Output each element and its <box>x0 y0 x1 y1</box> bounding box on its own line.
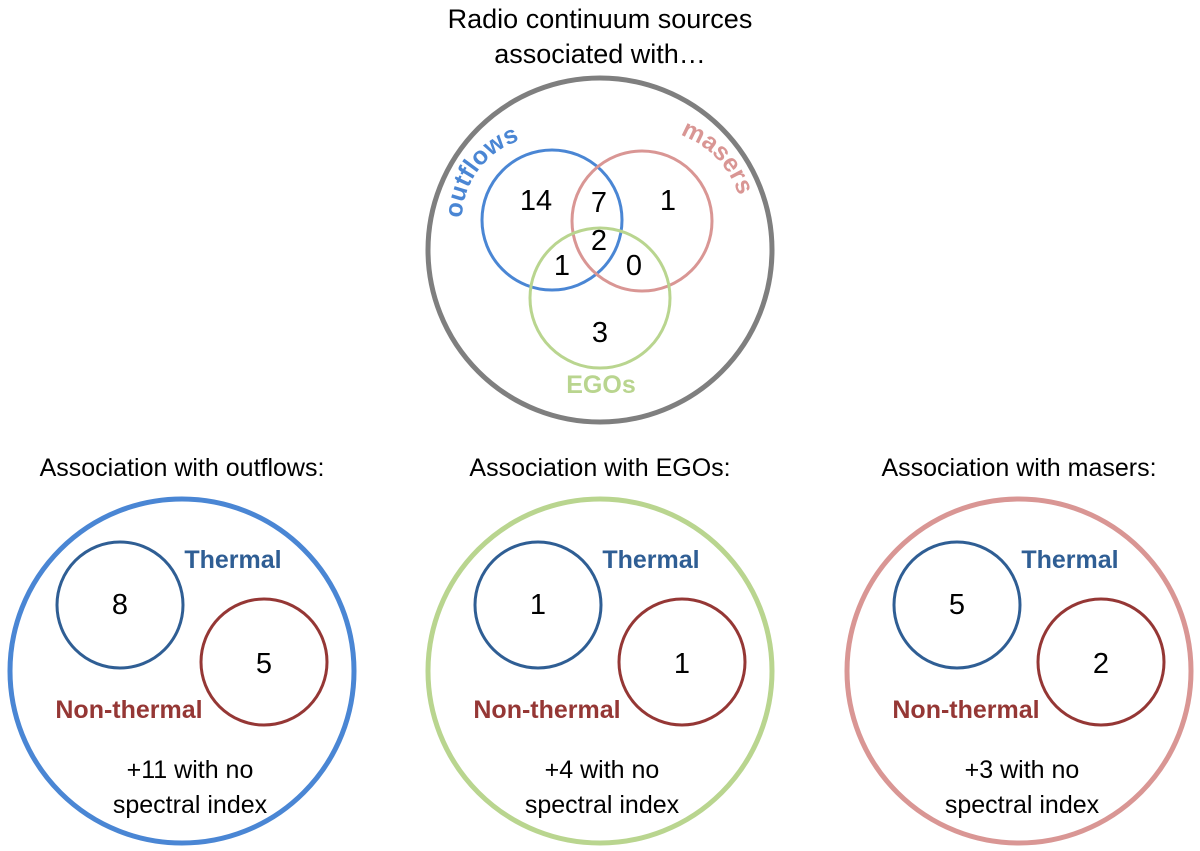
panel-heading: Association with EGOs: <box>469 454 730 482</box>
thermal-circle <box>55 540 185 670</box>
nonthermal-circle <box>199 597 329 727</box>
count-masers-only: 1 <box>660 185 676 217</box>
panel-outer-circle <box>844 496 1194 846</box>
masers-circle <box>570 149 714 293</box>
thermal-label: Thermal <box>602 546 699 574</box>
no-index-note-line-1: +11 with no <box>127 756 254 784</box>
panel-outflows: Association with outflows: Thermal Non-t… <box>7 454 357 846</box>
thermal-count: 1 <box>530 589 546 621</box>
nonthermal-label: Non-thermal <box>473 696 620 724</box>
nonthermal-count: 1 <box>674 648 690 680</box>
nonthermal-circle <box>1036 597 1166 727</box>
thermal-label: Thermal <box>184 546 281 574</box>
thermal-count: 8 <box>112 589 128 621</box>
thermal-label: Thermal <box>1021 546 1118 574</box>
panel-heading: Association with masers: <box>881 454 1156 482</box>
no-index-note-line-2: spectral index <box>945 791 1100 819</box>
count-outflows-only: 14 <box>520 185 552 217</box>
nonthermal-label: Non-thermal <box>892 696 1039 724</box>
egos-label: EGOs <box>566 371 635 399</box>
nonthermal-circle <box>617 597 747 727</box>
outflows-circle <box>480 148 624 292</box>
panel-heading: Association with outflows: <box>40 454 325 482</box>
count-masers-egos: 0 <box>626 250 642 282</box>
title-line-1: Radio continuum sources <box>448 4 753 34</box>
no-index-note-line-1: +3 with no <box>965 756 1080 784</box>
nonthermal-count: 5 <box>256 648 272 680</box>
panel-egos: Association with EGOs: Thermal Non-therm… <box>425 454 775 846</box>
panel-outer-circle <box>425 496 775 846</box>
no-index-note-line-1: +4 with no <box>545 756 660 784</box>
egos-circle <box>528 226 672 370</box>
thermal-circle <box>473 540 603 670</box>
nonthermal-label: Non-thermal <box>55 696 202 724</box>
outer-circle <box>425 75 775 425</box>
outflows-label: outflows <box>440 120 522 219</box>
panel-outer-circle <box>7 496 357 846</box>
title-line-2: associated with… <box>494 39 706 69</box>
thermal-circle <box>892 540 1022 670</box>
nonthermal-count: 2 <box>1093 648 1109 680</box>
panel-masers: Association with masers: Thermal Non-the… <box>844 454 1194 846</box>
thermal-count: 5 <box>949 589 965 621</box>
count-outflows-egos: 1 <box>554 250 570 282</box>
count-outflows-masers: 7 <box>591 187 607 219</box>
count-all-three: 2 <box>591 225 607 257</box>
count-egos-only: 3 <box>592 317 608 349</box>
no-index-note-line-2: spectral index <box>113 791 268 819</box>
no-index-note-line-2: spectral index <box>525 791 680 819</box>
